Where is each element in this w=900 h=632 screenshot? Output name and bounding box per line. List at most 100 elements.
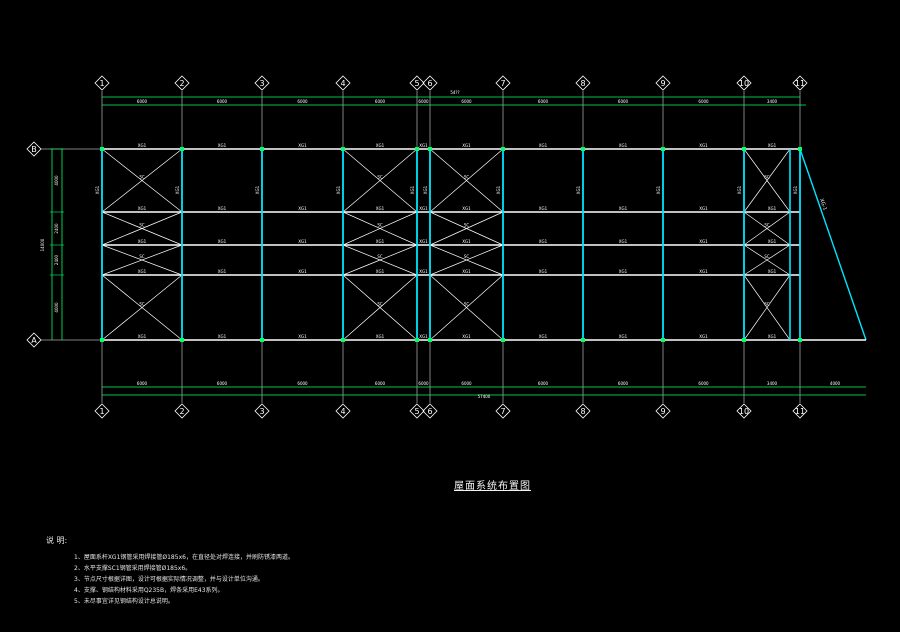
axis-label: 5 <box>414 79 419 88</box>
column-node <box>341 338 345 342</box>
axis-label: 1 <box>99 79 104 88</box>
column-label: XG1 <box>410 185 415 194</box>
purlin-label: XG1 <box>539 206 548 211</box>
dimension-text: 6000 <box>618 381 629 386</box>
purlin-label: XG1 <box>768 143 777 148</box>
note-item: 4、支撑、钢结构材料采用Q235B，焊条采用E43系列。 <box>74 587 224 594</box>
purlin-label: XG1 <box>699 206 708 211</box>
brace-label: SC <box>464 223 470 228</box>
purlin-label: XG1 <box>619 206 628 211</box>
purlin-label: XG1 <box>768 269 777 274</box>
dimension-text: 4000 <box>54 175 59 186</box>
purlin-label: XG1 <box>419 206 428 211</box>
column-node <box>260 147 264 151</box>
column-node <box>415 338 419 342</box>
axis-bubble <box>335 75 351 91</box>
note-item: 5、未尽事宜详见钢结构设计总说明。 <box>74 598 174 605</box>
column-label: XG1 <box>737 185 742 194</box>
axis-bubble <box>254 75 270 91</box>
purlin-label: XG1 <box>768 239 777 244</box>
column-node <box>581 147 585 151</box>
column-node <box>742 147 746 151</box>
purlin-label: XG1 <box>619 334 628 339</box>
purlin-label: XG1 <box>539 239 548 244</box>
axis-bubble <box>409 403 425 419</box>
x-brace <box>101 244 183 276</box>
purlin-label: XG1 <box>218 143 227 148</box>
purlin-label: XG1 <box>699 334 708 339</box>
dimension-text: 6000 <box>461 99 472 104</box>
axis-label: 10 <box>739 407 749 416</box>
purlin-label: XG1 <box>419 334 428 339</box>
purlin-label: XG1 <box>699 143 708 148</box>
column-label: XG1 <box>95 185 100 194</box>
axis-label: 5 <box>414 407 419 416</box>
axis-label: B <box>31 145 37 154</box>
column-node <box>742 338 746 342</box>
purlin-label: XG1 <box>298 334 307 339</box>
x-brace <box>743 274 791 341</box>
axis-label: 4 <box>340 79 345 88</box>
axis-bubble <box>174 75 190 91</box>
column-node <box>180 338 184 342</box>
column-node <box>341 147 345 151</box>
axis-bubble <box>422 403 438 419</box>
axis-bubble <box>495 403 511 419</box>
dimension-text: 6000 <box>137 381 148 386</box>
axis-label: 9 <box>660 79 665 88</box>
purlin-label: XG1 <box>619 239 628 244</box>
axis-label: 11 <box>795 79 805 88</box>
axis-label: 9 <box>660 407 665 416</box>
purlin-label: XG1 <box>218 269 227 274</box>
purlin-label: XG1 <box>539 269 548 274</box>
dimension-text: 6000 <box>618 99 629 104</box>
column-label: XG1 <box>423 185 428 194</box>
axis-bubble <box>736 403 752 419</box>
dimension-text: 6000 <box>698 99 709 104</box>
dimension-text: 57400 <box>478 394 491 399</box>
purlin-label: XG1 <box>218 239 227 244</box>
column-node <box>661 147 665 151</box>
x-brace <box>743 211 791 246</box>
axis-label: 10 <box>739 79 749 88</box>
purlin-label: XG1 <box>462 334 471 339</box>
purlin-label: XG1 <box>768 334 777 339</box>
column-node <box>661 338 665 342</box>
column-label: XG1 <box>336 185 341 194</box>
column-node <box>100 147 104 151</box>
dimension-text: 6000 <box>217 99 228 104</box>
column-label: XG1 <box>656 185 661 194</box>
x-brace <box>342 148 418 213</box>
axis-bubble <box>26 332 42 348</box>
dimension-text: 6000 <box>137 99 148 104</box>
x-brace <box>101 148 183 213</box>
axis-label: 1 <box>99 407 104 416</box>
dimension-text: 2400 <box>54 254 59 265</box>
purlin-label: XG1 <box>376 269 385 274</box>
column-node <box>100 338 104 342</box>
axis-label: 8 <box>580 79 585 88</box>
brace-label: SC <box>764 302 770 307</box>
axis-label: 3 <box>259 407 264 416</box>
column-node <box>798 338 802 342</box>
purlin-label: XG1 <box>699 269 708 274</box>
purlin-label: XG1 <box>376 239 385 244</box>
axis-label: 2 <box>179 407 184 416</box>
x-brace <box>101 211 183 246</box>
dimension-text: 6000 <box>461 381 472 386</box>
column-label: XG1 <box>255 185 260 194</box>
dimension-text: 2400 <box>54 223 59 234</box>
dimension-text: 14000 <box>40 238 45 251</box>
purlin-label: XG1 <box>138 206 147 211</box>
axis-bubble <box>94 75 110 91</box>
purlin-label: XG1 <box>298 239 307 244</box>
member-label: XG-1 <box>818 198 828 212</box>
purlin-label: XG1 <box>419 239 428 244</box>
purlin-label: XG1 <box>298 206 307 211</box>
column-node <box>428 147 432 151</box>
purlin-label: XG1 <box>298 143 307 148</box>
purlin-label: XG1 <box>462 269 471 274</box>
brace-label: SC <box>464 302 470 307</box>
sloped-edge <box>799 148 867 341</box>
